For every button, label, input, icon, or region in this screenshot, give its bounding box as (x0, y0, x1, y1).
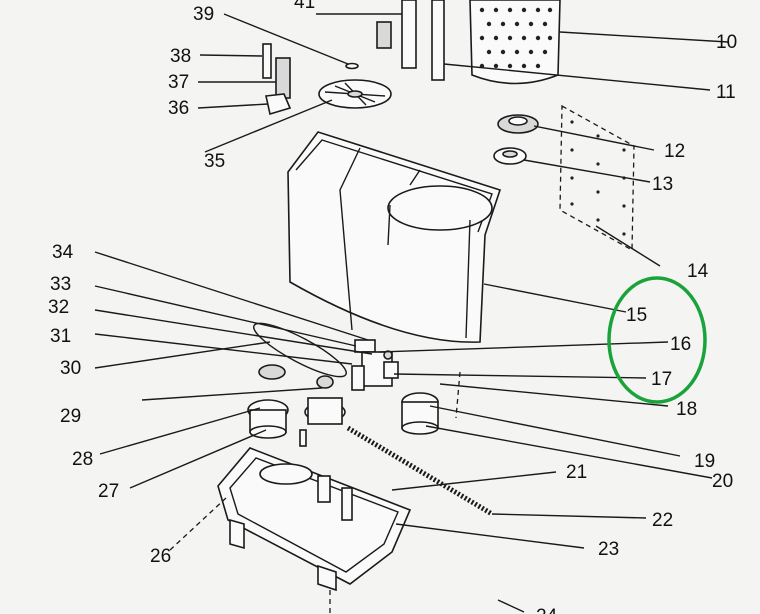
label-30: 30 (60, 358, 81, 379)
drive-belt-part (253, 322, 347, 378)
label-13: 13 (652, 174, 673, 195)
label-23: 23 (598, 539, 619, 560)
label-19: 19 (694, 451, 715, 472)
drain-valve-part (351, 339, 399, 391)
label-31: 31 (50, 326, 71, 347)
lid-hinge-parts (262, 43, 292, 116)
label-17: 17 (651, 369, 672, 390)
label-27: 27 (98, 481, 119, 502)
label-20: 20 (712, 471, 733, 492)
pulsator-part (318, 62, 392, 109)
label-21: 21 (566, 462, 587, 483)
rear-panel-part (559, 104, 635, 252)
label-12: 12 (664, 141, 685, 162)
label-14: 14 (687, 261, 709, 282)
label-35: 35 (204, 151, 225, 172)
shaft-part (376, 0, 445, 81)
label-39: 39 (193, 4, 214, 25)
label-11: 11 (716, 82, 736, 103)
twin-tub-part (287, 131, 502, 343)
motor-part (247, 364, 439, 439)
label-41: 41 (294, 0, 315, 13)
highlight-circle (607, 276, 707, 404)
label-33: 33 (50, 274, 71, 295)
label-32: 32 (48, 297, 69, 318)
label-37: 37 (168, 72, 189, 93)
label-34: 34 (52, 242, 74, 263)
label-38: 38 (170, 46, 191, 67)
label-10: 10 (716, 32, 737, 53)
seal-ring-parts (493, 114, 539, 165)
leader-lines (94, 13, 729, 614)
label-15: 15 (626, 305, 647, 326)
spin-basket-part (469, 0, 561, 85)
label-26: 26 (150, 546, 171, 567)
label-29: 29 (60, 406, 81, 427)
label-22: 22 (652, 510, 673, 531)
label-16: 16 (670, 334, 691, 355)
base-part (217, 429, 412, 592)
label-24: 24 (536, 606, 558, 614)
label-36: 36 (168, 98, 189, 119)
part-number-labels: 41 39 38 37 36 35 10 11 12 13 14 15 16 1… (48, 0, 737, 614)
label-18: 18 (676, 399, 697, 420)
label-28: 28 (72, 449, 93, 470)
